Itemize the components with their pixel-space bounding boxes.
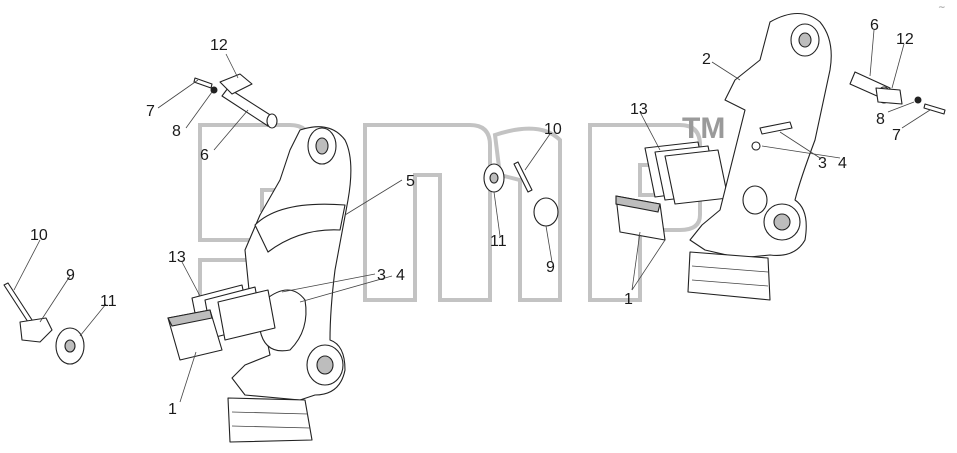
right-roller-part <box>687 251 771 301</box>
middle-screw-10-part <box>513 161 533 193</box>
right-gear-part <box>742 185 768 215</box>
callout-middle-1: 1 <box>624 291 633 308</box>
callout-left-9: 9 <box>66 267 75 284</box>
callout-right-8: 8 <box>876 111 885 128</box>
left-arm-part <box>231 126 352 401</box>
left-cam-part <box>259 289 307 352</box>
left-washer-8-part <box>210 86 218 94</box>
left-nut-9-part <box>19 317 53 343</box>
callout-right-3: 3 <box>818 155 827 172</box>
callout-left-13: 13 <box>168 249 186 266</box>
callout-left-12: 12 <box>210 37 228 54</box>
callout-left-7: 7 <box>146 103 155 120</box>
left-arm-slot <box>254 203 346 253</box>
callout-middle-10: 10 <box>544 121 562 138</box>
callout-right-6: 6 <box>870 17 879 34</box>
callout-right-4: 4 <box>838 155 847 172</box>
left-arm-pivot-hole <box>315 137 329 155</box>
callout-middle-11: 11 <box>490 233 507 250</box>
callout-labels: 12 7 8 6 5 13 3 4 1 10 9 11 10 11 9 13 1… <box>30 17 914 418</box>
corner-mark: ~ <box>938 3 946 13</box>
callout-left-11: 11 <box>100 293 117 310</box>
leader-lines <box>13 29 931 403</box>
callout-left-10: 10 <box>30 227 48 244</box>
left-bolt-7-part <box>193 77 213 89</box>
right-plate-12-part <box>875 87 903 105</box>
callout-right-12: 12 <box>896 31 914 48</box>
left-loose-parts <box>3 282 85 365</box>
left-screw-10-part <box>3 282 35 326</box>
callout-right-7: 7 <box>892 127 901 144</box>
callout-left-1: 1 <box>168 401 177 418</box>
middle-loose-parts <box>483 141 729 241</box>
right-washer-8-part <box>914 96 922 104</box>
right-assembly <box>687 12 946 301</box>
right-bolt-7-part <box>923 103 946 115</box>
callout-middle-13: 13 <box>630 101 648 118</box>
callout-left-4: 4 <box>396 267 405 284</box>
callout-right-2: 2 <box>702 51 711 68</box>
left-roller-part <box>227 397 313 443</box>
left-assembly <box>167 73 352 443</box>
callout-middle-9: 9 <box>546 259 555 276</box>
right-bolt-3-part <box>759 121 793 135</box>
left-plate-12-part <box>219 73 253 95</box>
callout-left-3: 3 <box>377 267 386 284</box>
callout-left-6: 6 <box>200 147 209 164</box>
left-arm-boss-hole <box>316 355 334 375</box>
callout-left-8: 8 <box>172 123 181 140</box>
callout-left-5: 5 <box>406 173 415 190</box>
middle-nut-9-part <box>533 197 559 227</box>
watermark-tm: TM <box>682 112 725 145</box>
